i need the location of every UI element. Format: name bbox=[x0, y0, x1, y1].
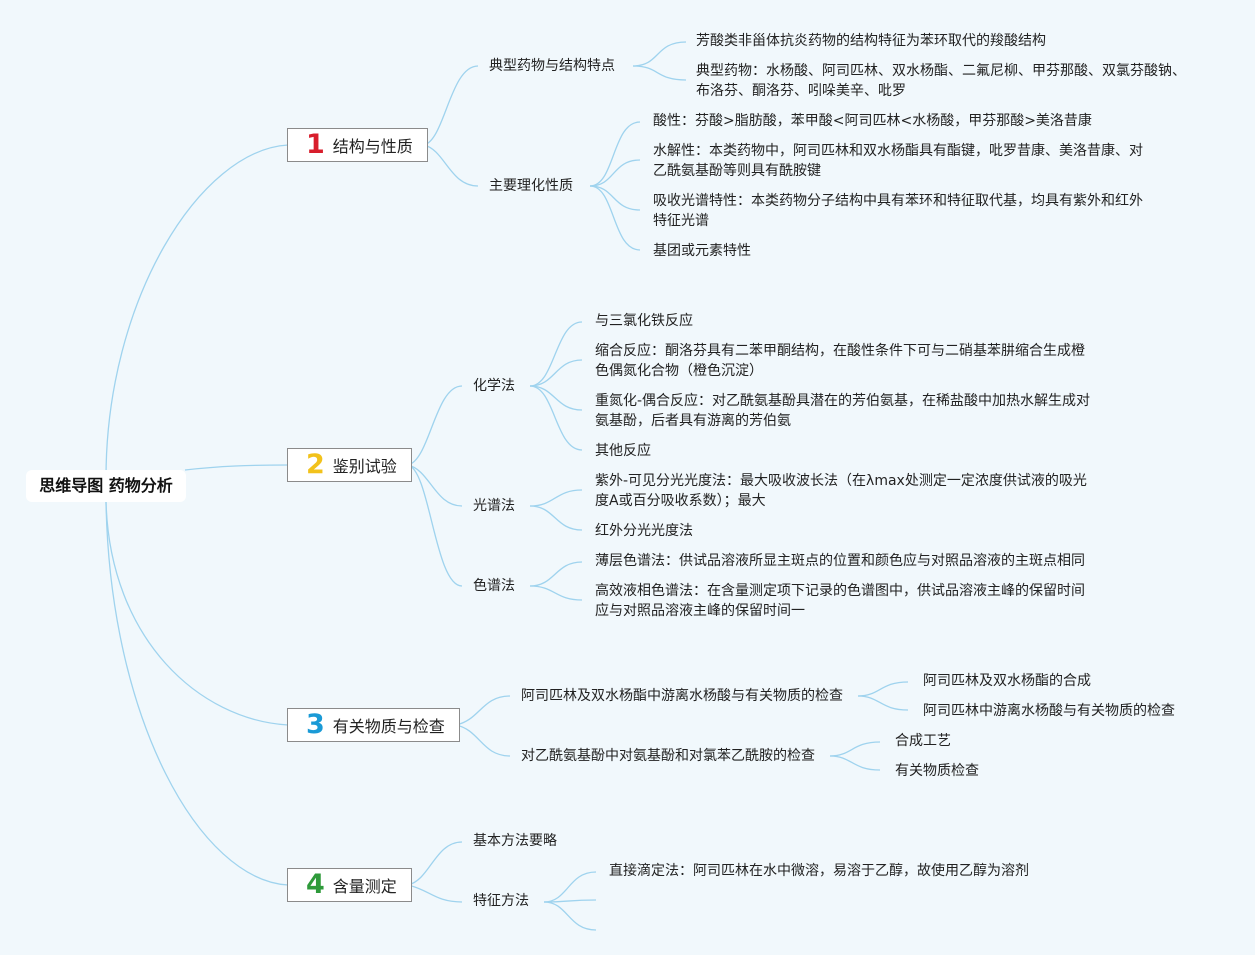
branch-number: 4 bbox=[306, 869, 325, 900]
item-node[interactable]: 吸收光谱特性：本类药物分子结构中具有苯环和特征取代基，均具有紫外和红外特征光谱 bbox=[653, 193, 1143, 229]
link-b1-s2 bbox=[423, 144, 479, 187]
item-node[interactable]: 水解性：本类药物中，阿司匹林和双水杨酯具有酯键，吡罗昔康、美洛昔康、对乙酰氨基酚… bbox=[653, 143, 1143, 179]
link-s11-i2 bbox=[632, 65, 687, 81]
item-node[interactable]: 有关物质检查 bbox=[895, 763, 979, 779]
branch-number: 2 bbox=[306, 449, 325, 480]
branch-label: 有关物质与检查 bbox=[332, 717, 445, 736]
link-s31-i1 bbox=[857, 681, 909, 697]
branch-number: 1 bbox=[306, 129, 325, 160]
link-root-b1 bbox=[105, 144, 289, 479]
link-s21-i2 bbox=[529, 359, 583, 387]
item-node[interactable]: 紫外-可见分光光度法：最大吸收波长法（在λmax处测定一定浓度供试液的吸光度A或… bbox=[595, 473, 1087, 509]
link-s12-i3 bbox=[589, 185, 641, 211]
branch-label: 结构与性质 bbox=[332, 137, 413, 156]
link-s21-i4 bbox=[529, 385, 583, 451]
item-node[interactable]: 芳酸类非甾体抗炎药物的结构特征为苯环取代的羧酸结构 bbox=[696, 33, 1046, 49]
sub-typical-drugs[interactable]: 典型药物与结构特点 bbox=[489, 58, 615, 74]
link-root-b3 bbox=[105, 501, 289, 726]
link-s22-i2 bbox=[529, 505, 583, 531]
link-s11-i1 bbox=[632, 41, 687, 67]
sub-characteristic-methods[interactable]: 特征方法 bbox=[473, 893, 529, 909]
link-b2-s3 bbox=[407, 464, 463, 587]
link-s32-i2 bbox=[829, 755, 881, 771]
sub-physicochemical[interactable]: 主要理化性质 bbox=[489, 178, 573, 194]
item-node[interactable]: 其他反应 bbox=[595, 443, 651, 459]
item-node[interactable]: 高效液相色谱法：在含量测定项下记录的色谱图中，供试品溶液主峰的保留时间应与对照品… bbox=[595, 583, 1085, 619]
sub-spectroscopy[interactable]: 光谱法 bbox=[473, 498, 515, 514]
link-s23-i2 bbox=[529, 585, 583, 601]
link-b2-s1 bbox=[407, 385, 463, 466]
item-node[interactable]: 基团或元素特性 bbox=[653, 243, 751, 259]
link-s32-i1 bbox=[829, 741, 881, 757]
link-s12-i4 bbox=[589, 185, 641, 251]
link-b4-s1 bbox=[407, 841, 463, 886]
link-s12-i2 bbox=[589, 159, 641, 187]
link-s23-i1 bbox=[529, 561, 583, 587]
link-b1-s1 bbox=[423, 65, 479, 146]
item-node[interactable]: 阿司匹林中游离水杨酸与有关物质的检查 bbox=[923, 703, 1175, 719]
item-node[interactable]: 缩合反应：酮洛芬具有二苯甲酮结构，在酸性条件下可与二硝基苯肼缩合生成橙色偶氮化合… bbox=[595, 343, 1085, 379]
item-node[interactable]: 直接滴定法：阿司匹林在水中微溶，易溶于乙醇，故使用乙醇为溶剂 bbox=[609, 863, 1029, 879]
link-root-b2 bbox=[184, 464, 289, 471]
branch-related-substances[interactable]: 3 有关物质与检查 bbox=[287, 708, 460, 742]
link-b3-s1 bbox=[455, 695, 511, 726]
item-node[interactable]: 典型药物：水杨酸、阿司匹林、双水杨酯、二氟尼柳、甲芬那酸、双氯芬酸钠、布洛芬、酮… bbox=[696, 63, 1186, 99]
sub-basic-methods[interactable]: 基本方法要略 bbox=[473, 833, 557, 849]
branch-number: 3 bbox=[306, 709, 325, 740]
sub-aspirin-check[interactable]: 阿司匹林及双水杨酯中游离水杨酸与有关物质的检查 bbox=[521, 688, 843, 704]
link-s42-stub2 bbox=[543, 901, 597, 931]
sub-chromatography[interactable]: 色谱法 bbox=[473, 578, 515, 594]
link-b2-s2 bbox=[407, 464, 463, 507]
link-s42-i1 bbox=[543, 871, 597, 903]
item-node[interactable]: 阿司匹林及双水杨酯的合成 bbox=[923, 673, 1091, 689]
item-node[interactable]: 薄层色谱法：供试品溶液所显主斑点的位置和颜色应与对照品溶液的主斑点相同 bbox=[595, 553, 1085, 569]
branch-label: 鉴别试验 bbox=[332, 457, 397, 476]
link-s22-i1 bbox=[529, 489, 583, 507]
sub-chemical-method[interactable]: 化学法 bbox=[473, 378, 515, 394]
item-node[interactable]: 重氮化-偶合反应：对乙酰氨基酚具潜在的芳伯氨基，在稀盐酸中加热水解生成对氨基酚，… bbox=[595, 393, 1091, 429]
link-b4-s2 bbox=[407, 884, 463, 903]
item-node[interactable]: 合成工艺 bbox=[895, 733, 951, 749]
item-node[interactable]: 红外分光光度法 bbox=[595, 523, 693, 539]
link-s31-i2 bbox=[857, 695, 909, 711]
item-node[interactable]: 酸性：芬酸>脂肪酸，苯甲酸<阿司匹林<水杨酸，甲芬那酸>美洛昔康 bbox=[653, 113, 1092, 129]
branch-identification[interactable]: 2 鉴别试验 bbox=[287, 448, 412, 482]
link-s21-i1 bbox=[529, 321, 583, 387]
mindmap-root[interactable]: 思维导图 药物分析 bbox=[26, 470, 186, 502]
sub-paracetamol-check[interactable]: 对乙酰氨基酚中对氨基酚和对氯苯乙酰胺的检查 bbox=[521, 748, 815, 764]
link-s12-i1 bbox=[589, 121, 641, 187]
branch-label: 含量测定 bbox=[332, 877, 397, 896]
branch-structure-properties[interactable]: 1 结构与性质 bbox=[287, 128, 428, 162]
branch-assay[interactable]: 4 含量测定 bbox=[287, 868, 412, 902]
link-s21-i3 bbox=[529, 385, 583, 411]
item-node[interactable]: 与三氯化铁反应 bbox=[595, 313, 693, 329]
link-b3-s2 bbox=[455, 724, 511, 757]
link-root-b4 bbox=[105, 501, 289, 886]
